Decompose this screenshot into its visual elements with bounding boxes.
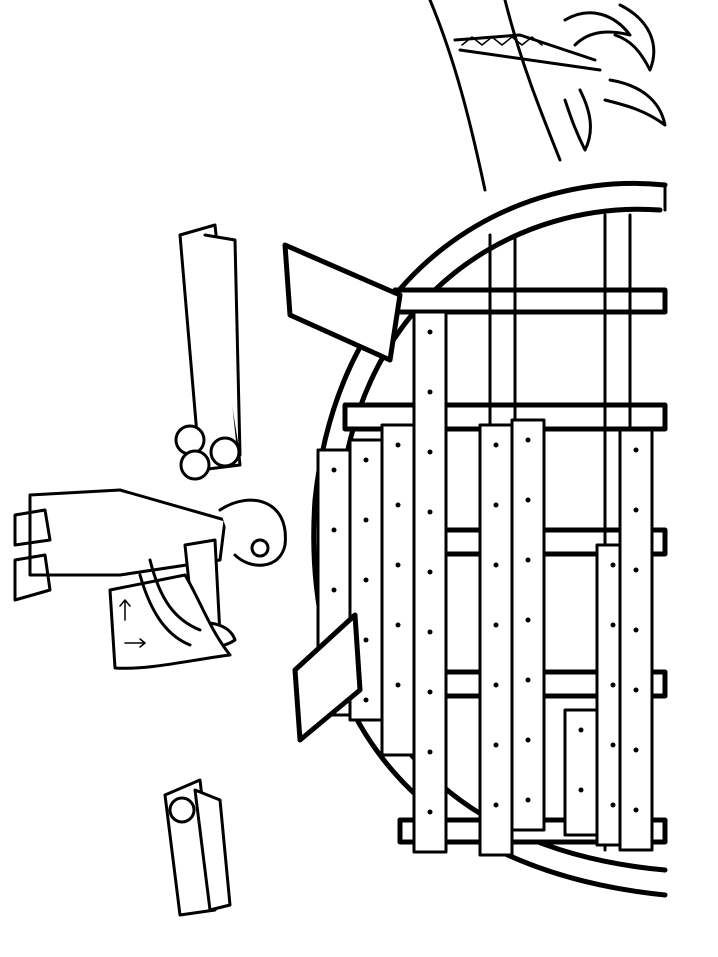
nail-dot xyxy=(525,557,531,563)
nail-dot xyxy=(525,737,531,743)
log-pile xyxy=(174,223,242,481)
nail-dot xyxy=(363,457,369,463)
nail-dot xyxy=(610,682,616,688)
nail-dot xyxy=(395,562,401,568)
nail-dot xyxy=(331,467,337,473)
nail-dot xyxy=(331,527,337,533)
nail-dot xyxy=(633,567,639,573)
nail-dot xyxy=(493,682,499,688)
nail-dot xyxy=(493,742,499,748)
nail-dot xyxy=(395,502,401,508)
nail-dot xyxy=(395,622,401,628)
nail-dot xyxy=(493,442,499,448)
nail-dot xyxy=(363,637,369,643)
palm-tree xyxy=(428,0,667,192)
nail-dot xyxy=(633,747,639,753)
nail-dot xyxy=(525,497,531,503)
nail-dot xyxy=(610,802,616,808)
building-plan xyxy=(108,558,232,670)
nail-dot xyxy=(633,807,639,813)
nail-dot xyxy=(395,442,401,448)
nail-dot xyxy=(427,509,433,515)
nail-dot xyxy=(610,622,616,628)
nail-dot xyxy=(633,627,639,633)
nail-dot xyxy=(427,569,433,575)
nail-dot xyxy=(633,507,639,513)
nail-dot xyxy=(427,749,433,755)
nail-dot xyxy=(427,389,433,395)
nail-dot xyxy=(525,797,531,803)
nail-dot xyxy=(493,502,499,508)
ark-planks xyxy=(316,310,654,857)
nail-dot xyxy=(363,697,369,703)
nail-dot xyxy=(525,677,531,683)
nail-dot xyxy=(633,447,639,453)
nail-dot xyxy=(427,689,433,695)
nail-dot xyxy=(427,449,433,455)
nail-dot xyxy=(427,809,433,815)
nail-dot xyxy=(427,629,433,635)
nail-dot xyxy=(525,437,531,443)
ramp-planks xyxy=(282,242,403,743)
nail-dot xyxy=(578,787,584,793)
nail-dot xyxy=(427,329,433,335)
nail-dot xyxy=(633,687,639,693)
nail-dot xyxy=(578,727,584,733)
nail-dot xyxy=(493,622,499,628)
nail-dot xyxy=(493,562,499,568)
nail-dot xyxy=(331,587,337,593)
nail-dot xyxy=(493,802,499,808)
nail-dot xyxy=(363,577,369,583)
nail-dot xyxy=(363,517,369,523)
cut-logs xyxy=(163,778,232,917)
nail-dot xyxy=(395,682,401,688)
nail-dot xyxy=(610,562,616,568)
nail-dot xyxy=(610,742,616,748)
nail-dot xyxy=(525,617,531,623)
